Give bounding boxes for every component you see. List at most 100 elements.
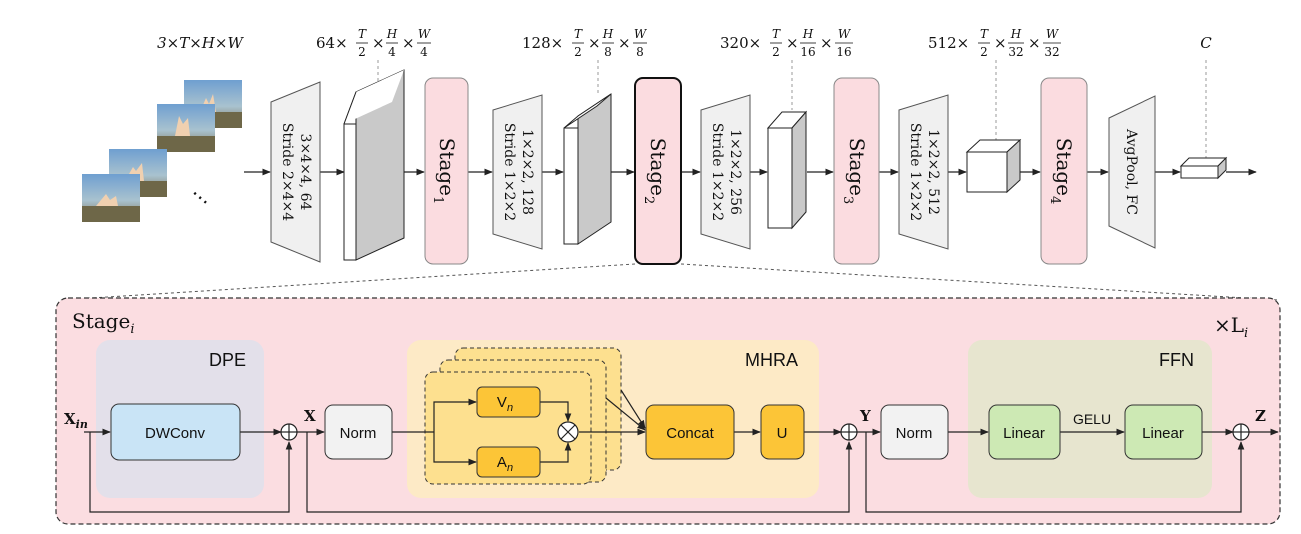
stage-detail-title: Stagei bbox=[72, 309, 134, 337]
conv-kernel-label: 1×2×2, 512 bbox=[925, 129, 941, 215]
add-op-3 bbox=[1232, 423, 1250, 441]
shape-frac-h-num: H bbox=[1010, 27, 1022, 41]
shape-frac-t-num: T bbox=[574, 27, 583, 41]
linear-label-1: Linear bbox=[1003, 425, 1045, 442]
shape-label-stage1: 64× T 2 × H 4 × W 4 bbox=[316, 27, 432, 59]
shape-frac-w-den: 8 bbox=[636, 45, 644, 59]
shape-frac-h-den: 16 bbox=[800, 45, 815, 59]
feature-map-1 bbox=[343, 69, 405, 261]
stage-box-1: Stage1 bbox=[424, 77, 469, 265]
feature-map-3 bbox=[766, 110, 808, 230]
conv-stride-label: Stride 2×4×4 bbox=[279, 123, 295, 221]
dwconv-label: DWConv bbox=[145, 425, 206, 442]
v-label: Vn bbox=[497, 394, 513, 414]
feature-map-4 bbox=[965, 138, 1022, 194]
u-block: U bbox=[760, 404, 805, 460]
dpe-title: DPE bbox=[209, 350, 246, 370]
shape-frac-t-num: T bbox=[772, 27, 781, 41]
stage-box-2: Stage2 bbox=[634, 77, 682, 265]
shape-label-prefix: 512× bbox=[928, 34, 969, 52]
conv-kernel-label: 3×4×4, 64 bbox=[297, 134, 313, 211]
feature-map-2 bbox=[563, 93, 612, 245]
conv-block-1: 3×4×4, 64 Stride 2×4×4 bbox=[270, 81, 321, 263]
concat-block: Concat bbox=[645, 404, 735, 460]
shape-frac-w-num: W bbox=[838, 27, 852, 41]
svg-text:×: × bbox=[786, 34, 799, 52]
stage-sub: 4 bbox=[1047, 196, 1062, 204]
stage-label: Stage bbox=[845, 138, 869, 196]
svg-text:Stage2: Stage2 bbox=[641, 138, 670, 205]
shape-frac-t-den: 2 bbox=[772, 45, 780, 59]
shape-frac-w-den: 16 bbox=[836, 45, 851, 59]
input-video-frames: ⋯ bbox=[82, 80, 242, 222]
stage-label: Stage bbox=[646, 138, 670, 196]
gelu-label: GELU bbox=[1073, 411, 1111, 427]
shape-frac-h-num: H bbox=[802, 27, 814, 41]
output-vector bbox=[1179, 156, 1228, 180]
shape-label-stage3: 320× T 2 × H 16 × W 16 bbox=[720, 27, 853, 59]
stage-label: Stage bbox=[1052, 138, 1076, 196]
output-class-label: C bbox=[1200, 34, 1212, 52]
shape-frac-h-den: 4 bbox=[388, 45, 396, 59]
svg-text:×: × bbox=[402, 34, 415, 52]
shape-frac-t-den: 2 bbox=[980, 45, 988, 59]
shape-frac-t-num: T bbox=[980, 27, 989, 41]
stage-repeat-label: ×Li bbox=[1214, 313, 1248, 341]
video-frame bbox=[157, 104, 215, 152]
u-label: U bbox=[777, 425, 788, 442]
shape-frac-t-num: T bbox=[358, 27, 367, 41]
shape-label-stage2: 128× T 2 × H 8 × W 8 bbox=[522, 27, 648, 59]
v-block: Vn bbox=[476, 386, 541, 418]
shape-frac-w-num: W bbox=[1046, 27, 1060, 41]
input-shape-label: 3×T×H×W bbox=[157, 34, 244, 52]
add-op-1 bbox=[280, 423, 298, 441]
z-label: Z bbox=[1255, 407, 1266, 425]
mhra-title: MHRA bbox=[745, 350, 798, 370]
dim-leader-lines bbox=[377, 60, 1207, 160]
detail-flow-lines bbox=[84, 389, 1279, 513]
x-label: X bbox=[304, 407, 316, 425]
svg-text:Stage3: Stage3 bbox=[840, 138, 869, 205]
norm-label-1: Norm bbox=[340, 425, 377, 442]
video-frame bbox=[82, 174, 140, 222]
shape-frac-h-num: H bbox=[386, 27, 398, 41]
shape-frac-w-num: W bbox=[418, 27, 432, 41]
norm-block-1: Norm bbox=[324, 404, 393, 460]
linear-block-1: Linear bbox=[988, 404, 1061, 460]
svg-text:×: × bbox=[618, 34, 631, 52]
ellipsis-mark: ⋯ bbox=[185, 182, 216, 213]
svg-text:×: × bbox=[1028, 34, 1041, 52]
shape-label-stage4: 512× T 2 × H 32 × W 32 bbox=[928, 27, 1061, 59]
stage-box-3: Stage3 bbox=[833, 77, 880, 265]
linear-label-2: Linear bbox=[1142, 425, 1184, 442]
shape-label-prefix: 128× bbox=[522, 34, 563, 52]
zoom-connector bbox=[59, 263, 1279, 301]
norm-label-2: Norm bbox=[896, 425, 933, 442]
conv-block-3: 1×2×2, 256 Stride 1×2×2 bbox=[700, 94, 751, 250]
svg-text:×: × bbox=[994, 34, 1007, 52]
conv-stride-label: Stride 1×2×2 bbox=[709, 123, 725, 221]
norm-block-2: Norm bbox=[880, 404, 949, 460]
add-op-2 bbox=[840, 423, 858, 441]
stage-sub: 3 bbox=[840, 196, 855, 204]
conv-block-4: 1×2×2, 512 Stride 1×2×2 bbox=[898, 94, 949, 250]
shape-frac-h-den: 8 bbox=[604, 45, 612, 59]
shape-frac-h-num: H bbox=[602, 27, 614, 41]
shape-frac-t-den: 2 bbox=[358, 45, 366, 59]
a-block: An bbox=[476, 446, 541, 478]
x-in-label: Xin bbox=[64, 410, 88, 431]
shape-label-prefix: 320× bbox=[720, 34, 761, 52]
shape-label-prefix: 64× bbox=[316, 34, 348, 52]
shape-frac-w-den: 4 bbox=[420, 45, 428, 59]
svg-text:×: × bbox=[820, 34, 833, 52]
head-label: AvgPool, FC bbox=[1123, 128, 1139, 215]
conv-kernel-label: 1×2×2, 256 bbox=[727, 129, 743, 215]
shape-frac-h-den: 32 bbox=[1008, 45, 1023, 59]
conv-stride-label: Stride 1×2×2 bbox=[907, 123, 923, 221]
shape-frac-w-num: W bbox=[634, 27, 648, 41]
svg-text:Stage4: Stage4 bbox=[1047, 138, 1076, 205]
shape-frac-w-den: 32 bbox=[1044, 45, 1059, 59]
svg-text:×: × bbox=[372, 34, 385, 52]
stage-box-4: Stage4 bbox=[1040, 77, 1088, 265]
